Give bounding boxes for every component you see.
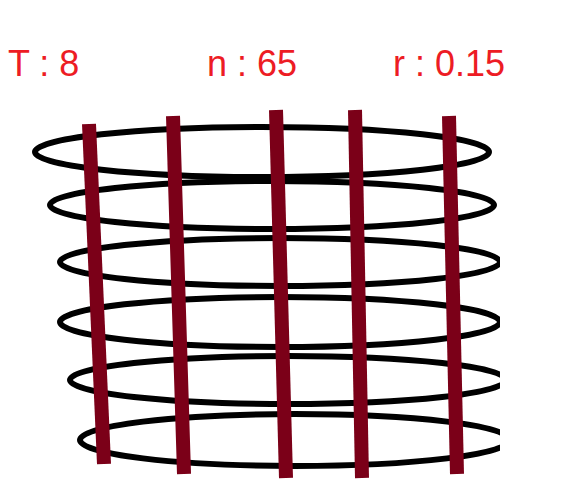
parameter-label: T : 8 <box>8 42 79 85</box>
core-rod <box>276 110 286 478</box>
core-rods <box>89 110 457 478</box>
core-rod <box>173 116 184 474</box>
core-rod <box>89 124 104 464</box>
core-rod <box>449 116 457 474</box>
parameter-label: r : 0.15 <box>393 42 505 85</box>
coil-loop <box>35 127 489 177</box>
core-rod <box>355 110 362 478</box>
parameter-label: n : 65 <box>207 42 297 85</box>
